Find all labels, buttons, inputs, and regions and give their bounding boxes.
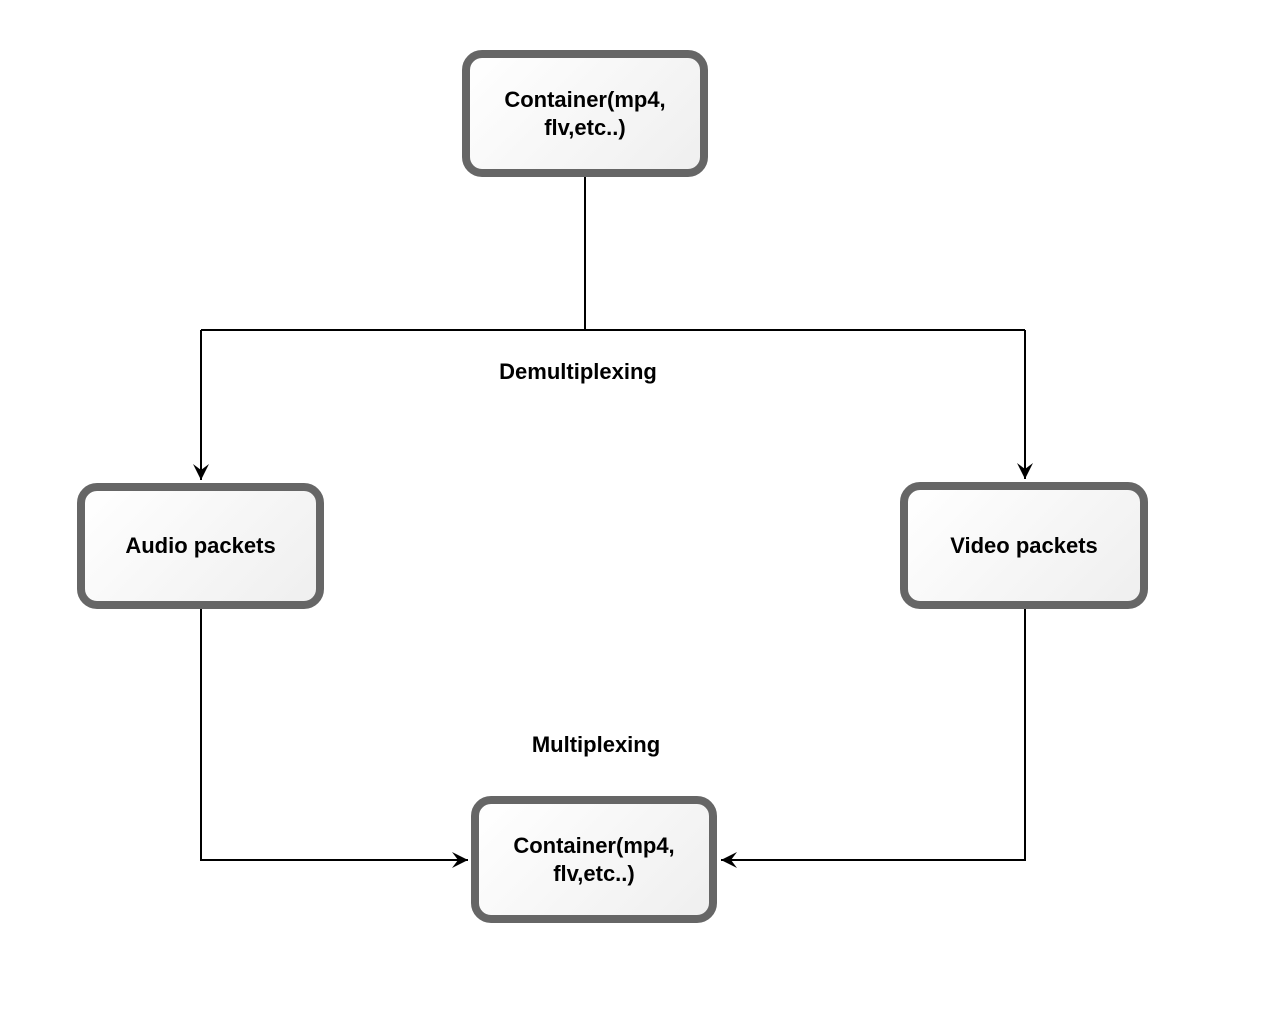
edge-label-multiplexing: Multiplexing xyxy=(531,732,661,757)
node-audio-packets-label: Audio packets xyxy=(125,533,276,559)
node-audio-packets: Audio packets xyxy=(77,483,324,609)
node-container-destination-label: Container(mp4, flv,etc..) xyxy=(513,833,675,886)
node-container-destination: Container(mp4, flv,etc..) xyxy=(471,796,717,923)
edge-video-to-container xyxy=(721,609,1026,868)
edge-audio-to-container xyxy=(200,609,468,868)
node-video-packets: Video packets xyxy=(900,482,1148,609)
node-container-source-label: Container(mp4, flv,etc..) xyxy=(504,87,666,140)
edge-label-demultiplexing: Demultiplexing xyxy=(499,359,657,384)
node-container-source: Container(mp4, flv,etc..) xyxy=(462,50,708,177)
node-video-packets-label: Video packets xyxy=(950,532,1098,558)
